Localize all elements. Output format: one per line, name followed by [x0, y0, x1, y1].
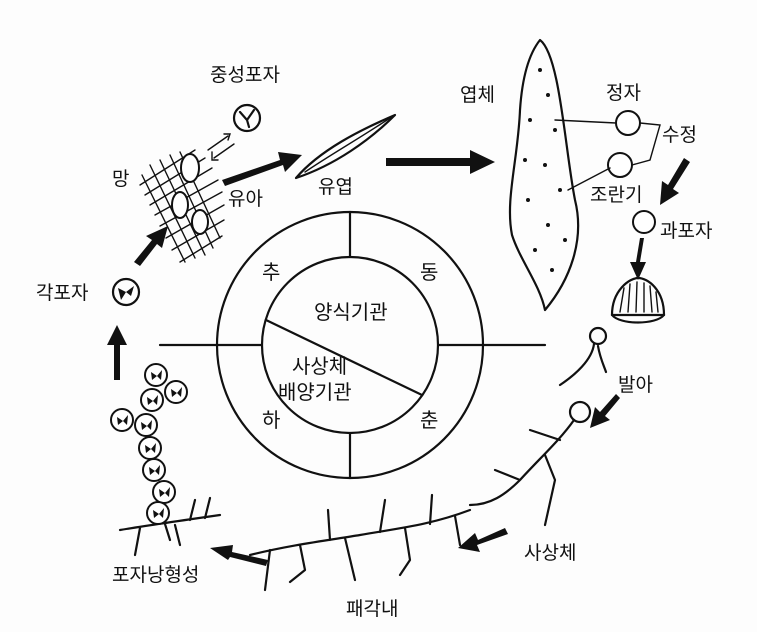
carpogonium-label: 조란기	[590, 184, 643, 206]
shell-filaments	[248, 493, 472, 592]
germination-drawing	[558, 326, 608, 387]
net-drawing	[139, 149, 225, 263]
cycle-arrows	[107, 150, 690, 566]
culture-organ-label: 양식기관	[314, 300, 388, 324]
conchosporangia-chain	[110, 363, 188, 525]
juvenile-label: 유아	[228, 188, 263, 210]
filament-label: 사상체	[524, 542, 577, 564]
neutral-spore-cell	[232, 103, 262, 133]
double-arrow	[207, 133, 235, 161]
shell-label: 패각내	[346, 598, 399, 620]
conchospore-cell	[111, 277, 141, 307]
fertilization-label: 수정	[662, 124, 697, 146]
neutral-spore-label: 중성포자	[210, 64, 280, 86]
season-spring: 춘	[420, 408, 439, 432]
inner-divider	[264, 318, 424, 397]
carpospore-cell	[632, 210, 656, 234]
germination-label: 발아	[618, 374, 653, 396]
arrow-germination	[590, 394, 620, 428]
spermatia-label: 정자	[606, 82, 641, 104]
sporangium-formation-label: 포자낭형성	[112, 564, 200, 586]
filament-organ-line2: 배양기관	[278, 380, 352, 404]
young-leaf-label: 유엽	[318, 176, 353, 198]
carpospore-label: 과포자	[660, 220, 713, 242]
young-leaf-drawing	[294, 113, 397, 180]
arrow-shell	[210, 545, 268, 566]
arrow-filament	[458, 528, 508, 552]
inner-ring	[260, 255, 440, 435]
conchospore-label: 각포자	[36, 282, 89, 304]
arrow-up-left	[107, 325, 127, 380]
arrow-leaf-to-thallus	[386, 150, 495, 174]
net-label: 망	[112, 168, 130, 190]
filament-drawing	[468, 400, 592, 527]
season-autumn: 추	[262, 260, 281, 284]
arrow-juvenile-to-leaf	[222, 152, 302, 186]
shell-drawing	[610, 276, 666, 324]
season-winter: 동	[420, 260, 439, 284]
arrow-carpospore	[630, 238, 646, 280]
sporangium-drawing	[118, 496, 222, 557]
season-summer: 하	[262, 408, 281, 432]
season-wheel	[158, 210, 547, 480]
arrow-spore-to-net	[134, 226, 168, 266]
filament-organ-line1: 사상체	[292, 354, 348, 378]
thallus-label: 엽체	[460, 84, 495, 106]
spermatia-cells	[554, 110, 661, 191]
thallus-drawing	[508, 38, 580, 312]
arrow-fertilization	[660, 158, 690, 205]
